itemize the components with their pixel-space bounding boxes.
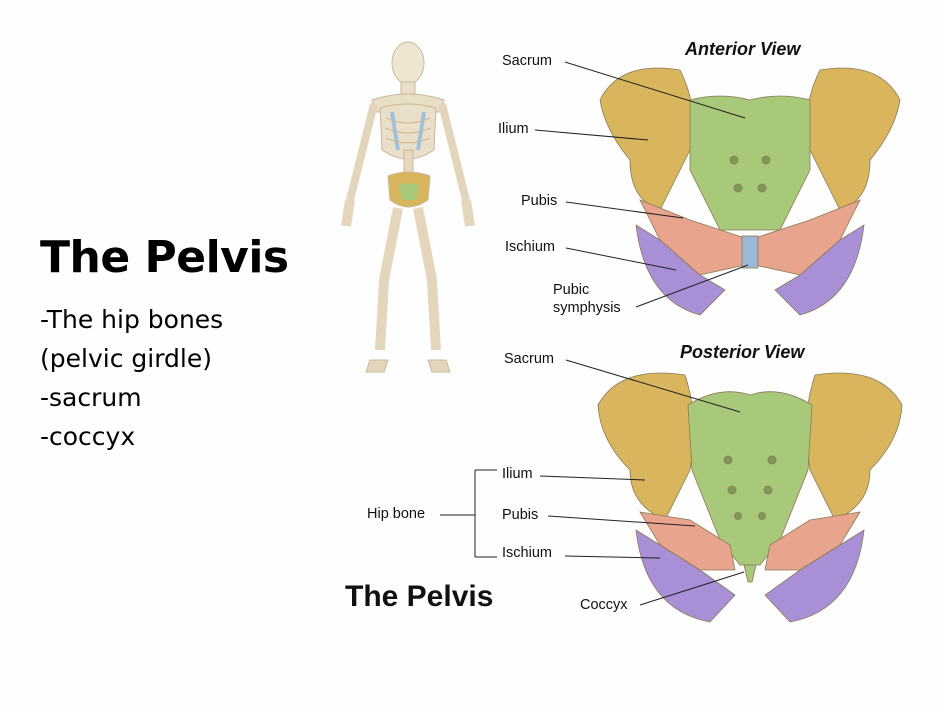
anterior-label-pubic: Pubic [553,282,590,298]
anterior-pelvis-drawing [599,67,901,316]
posterior-leader-lines [440,359,745,606]
posterior-label-ilium: Ilium [502,466,533,482]
skeleton-figure [341,41,475,373]
figure-caption: The Pelvis [345,580,494,613]
anterior-label-ilium: Ilium [498,121,529,137]
anterior-label-symphysis: symphysis [553,300,621,316]
posterior-view-title: Posterior View [680,342,805,362]
anterior-label-ischium: Ischium [505,239,555,255]
posterior-label-coccyx: Coccyx [580,597,628,613]
bullet-item: -sacrum [40,383,142,412]
posterior-pelvis-drawing [597,372,903,623]
bullet-list: -The hip bones (pelvic girdle) -sacrum -… [40,300,223,456]
bullet-item: (pelvic girdle) [40,344,212,373]
bullet-item: -The hip bones [40,305,224,334]
posterior-label-pubis: Pubis [502,507,539,523]
anterior-label-sacrum: Sacrum [502,53,552,69]
anterior-view-title: Anterior View [685,39,801,59]
anterior-label-pubis: Pubis [521,193,558,209]
posterior-label-ischium: Ischium [502,545,552,561]
slide-title: The Pelvis [40,232,289,283]
bullet-item: -coccyx [40,422,136,451]
posterior-label-hip-bone: Hip bone [367,506,426,522]
posterior-label-sacrum: Sacrum [504,351,554,367]
anterior-leader-lines [534,61,749,308]
